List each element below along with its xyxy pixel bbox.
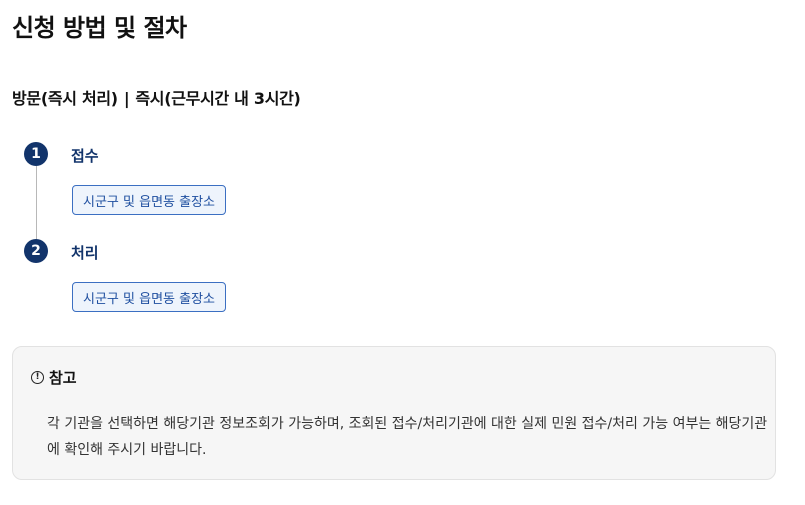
application-method: 방문(즉시 처리) | 즉시(근무시간 내 3시간)	[12, 85, 301, 109]
method-duration: 즉시(근무시간 내 3시간)	[135, 89, 301, 108]
procedure-steps: 1 접수 시군구 및 읍면동 출장소 2 처리 시군구 및 읍면동 출장소	[24, 142, 424, 322]
step-number-badge: 2	[24, 239, 48, 263]
step-title-processing: 처리	[71, 244, 99, 262]
office-tag-processing[interactable]: 시군구 및 읍면동 출장소	[72, 282, 226, 312]
notice-header: ! 참고	[31, 367, 77, 388]
step-title-receipt: 접수	[71, 147, 99, 165]
page-title: 신청 방법 및 절차	[12, 14, 187, 42]
step-connector-line	[36, 166, 37, 242]
notice-title: 참고	[49, 369, 77, 387]
step-number-badge: 1	[24, 142, 48, 166]
notice-body: 각 기관을 선택하면 해당기관 정보조회가 가능하며, 조회된 접수/처리기관에…	[47, 416, 768, 458]
method-separator: |	[123, 89, 130, 108]
notice-box: ! 참고 각 기관을 선택하면 해당기관 정보조회가 가능하며, 조회된 접수/…	[12, 346, 776, 480]
office-tag-receipt[interactable]: 시군구 및 읍면동 출장소	[72, 185, 226, 215]
info-circle-icon: !	[31, 371, 44, 384]
method-type: 방문(즉시 처리)	[12, 89, 118, 108]
